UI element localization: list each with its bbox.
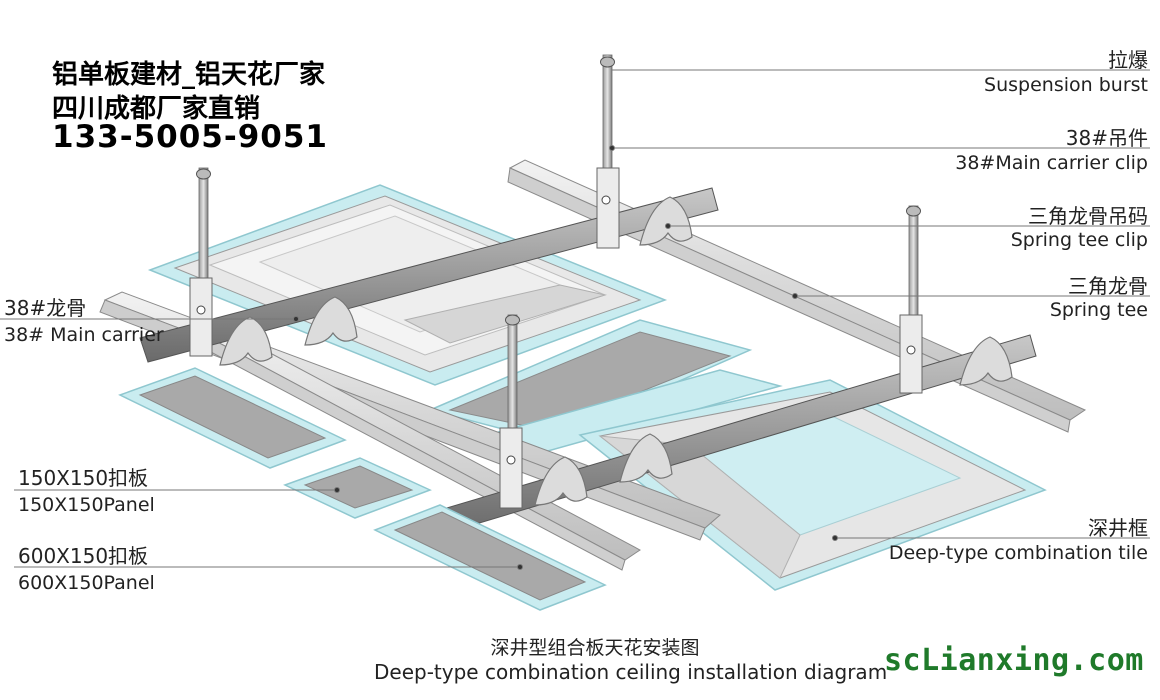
label-spring-tee-cn: 三角龙骨 — [1068, 274, 1148, 298]
label-deep-tile-cn: 深井框 — [1088, 516, 1148, 540]
spring-tee-clips — [219, 196, 1013, 506]
company-phone: 133-5005-9051 — [52, 119, 329, 155]
label-suspension-burst-cn: 拉爆 — [1108, 48, 1148, 72]
label-main-carrier-en: 38# Main carrier — [4, 324, 164, 346]
label-panel-600-cn: 600X150扣板 — [18, 544, 149, 568]
label-main-carrier-cn: 38#龙骨 — [4, 296, 87, 320]
label-panel-600-en: 600X150Panel — [18, 572, 155, 594]
company-tagline: 四川成都厂家直销 — [52, 94, 261, 124]
label-spring-tee-clip-en: Spring tee clip — [1010, 229, 1148, 251]
leader-lines — [0, 69, 1150, 570]
label-deep-tile-en: Deep-type combination tile — [888, 542, 1148, 564]
diagram-caption-cn: 深井型组合板天花安装图 — [490, 637, 700, 659]
label-main-carrier-clip-en: 38#Main carrier clip — [955, 152, 1148, 174]
diagram-caption-en: Deep-type combination ceiling installati… — [374, 660, 888, 684]
label-panel-150-cn: 150X150扣板 — [18, 466, 149, 490]
label-spring-tee-en: Spring tee — [1049, 299, 1148, 321]
company-name: 铝单板建材_铝天花厂家 — [52, 60, 326, 90]
label-suspension-burst-en: Suspension burst — [984, 74, 1148, 96]
deep-tile-lower — [578, 379, 1047, 591]
brand-url[interactable]: scLianxing.com — [884, 643, 1144, 678]
label-spring-tee-clip-cn: 三角龙骨吊码 — [1028, 204, 1148, 228]
suspension-rods — [189, 54, 923, 509]
label-panel-150-en: 150X150Panel — [18, 494, 155, 516]
loose-panels — [118, 367, 607, 611]
label-main-carrier-clip-cn: 38#吊件 — [1065, 126, 1148, 150]
